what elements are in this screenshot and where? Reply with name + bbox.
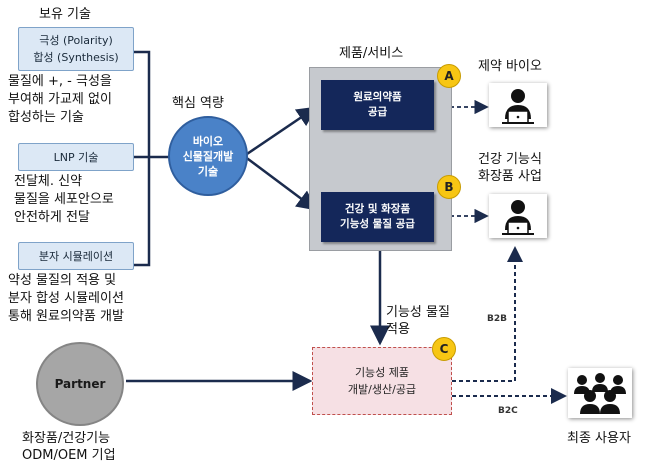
functional-supply-line: 기능성 물질	[386, 305, 450, 320]
end-user-label: 최종 사용자	[567, 431, 631, 446]
functional-supply-line: 적용	[386, 322, 410, 337]
desc-line: 약성 물질의 적용 및	[8, 273, 117, 288]
functional-product-box: 기능성 제품 개발/생산/공급	[312, 347, 452, 415]
desc-line: 부여해 가교제 없이	[8, 92, 112, 107]
customer-pharma-card	[489, 83, 547, 127]
b2c-label: B2C	[498, 406, 518, 416]
desc-line: 합성하는 기술	[8, 110, 84, 125]
partner-caption-line: 화장품/건강기능	[22, 431, 111, 446]
desc-line: 통해 원료의약품 개발	[8, 309, 124, 324]
badge-c: C	[432, 337, 456, 361]
holding-tech-title: 보유 기술	[39, 7, 91, 22]
tech-box-lnp: LNP 기술	[18, 143, 134, 171]
partner-caption-line: ODM/OEM 기업	[22, 448, 116, 463]
product-b-line: 기능성 물질 공급	[340, 218, 415, 230]
core-circle-line: 바이오	[192, 134, 224, 148]
tech-box-simulation: 분자 시뮬레이션	[18, 242, 134, 270]
desc-line: 물질에 +, - 극성을	[8, 74, 112, 89]
product-a-box: 원료의약품 공급	[321, 80, 434, 130]
customer-health-line: 화장품 사업	[478, 169, 542, 184]
desc-line: 안전하게 전달	[14, 210, 90, 225]
tech-box-line: 분자 시뮬레이션	[38, 249, 114, 263]
person-laptop-icon	[502, 89, 534, 124]
functional-product-line: 기능성 제품	[354, 366, 410, 379]
core-circle-line: 기술	[197, 164, 219, 178]
customer-health-line: 건강 기능식	[478, 152, 542, 167]
desc-line: 분자 합성 시뮬레이션	[8, 291, 124, 306]
tech-box-line: LNP 기술	[53, 150, 99, 164]
core-title: 핵심 역량	[172, 96, 224, 111]
functional-product-line: 개발/생산/공급	[347, 383, 417, 396]
partner-caption: 화장품/건강기능 ODM/OEM 기업	[22, 430, 116, 464]
customer-pharma-label: 제약 바이오	[478, 59, 542, 74]
desc-line: 전달체. 신약	[14, 174, 83, 189]
b2b-path	[452, 246, 523, 382]
core-to-b	[243, 154, 318, 211]
tech-box-line: 합성 (Synthesis)	[33, 51, 119, 64]
b2b-label: B2B	[487, 314, 507, 324]
core-circle: 바이오 신물질개발 기술	[168, 116, 248, 196]
badge-a: A	[437, 64, 461, 88]
products-title: 제품/서비스	[339, 46, 404, 61]
end-user-card	[568, 368, 632, 418]
tech-box-polarity: 극성 (Polarity) 합성 (Synthesis)	[18, 27, 134, 71]
customer-health-label: 건강 기능식 화장품 사업	[478, 151, 542, 185]
badge-b: B	[437, 175, 461, 199]
tech-bracket	[134, 50, 151, 267]
product-b-line: 건강 및 화장품	[344, 203, 411, 215]
person-laptop-icon	[502, 200, 534, 235]
product-b-box: 건강 및 화장품 기능성 물질 공급	[321, 192, 434, 242]
tech-desc-simulation: 약성 물질의 적용 및 분자 합성 시뮬레이션 통해 원료의약품 개발	[8, 272, 124, 326]
core-circle-line: 신물질개발	[182, 149, 234, 163]
crowd-icon	[574, 373, 626, 414]
product-a-line: 원료의약품	[353, 91, 402, 103]
partner-circle: Partner	[36, 342, 124, 426]
product-a-line: 공급	[367, 106, 388, 118]
functional-supply-label: 기능성 물질 적용	[386, 304, 450, 338]
tech-box-line: 극성 (Polarity)	[39, 34, 113, 47]
core-to-a	[243, 106, 318, 158]
tech-desc-polarity: 물질에 +, - 극성을 부여해 가교제 없이 합성하는 기술	[8, 73, 112, 127]
customer-health-card	[489, 194, 547, 238]
tech-desc-lnp: 전달체. 신약 물질을 세포안으로 안전하게 전달	[14, 173, 114, 227]
desc-line: 물질을 세포안으로	[14, 192, 114, 207]
